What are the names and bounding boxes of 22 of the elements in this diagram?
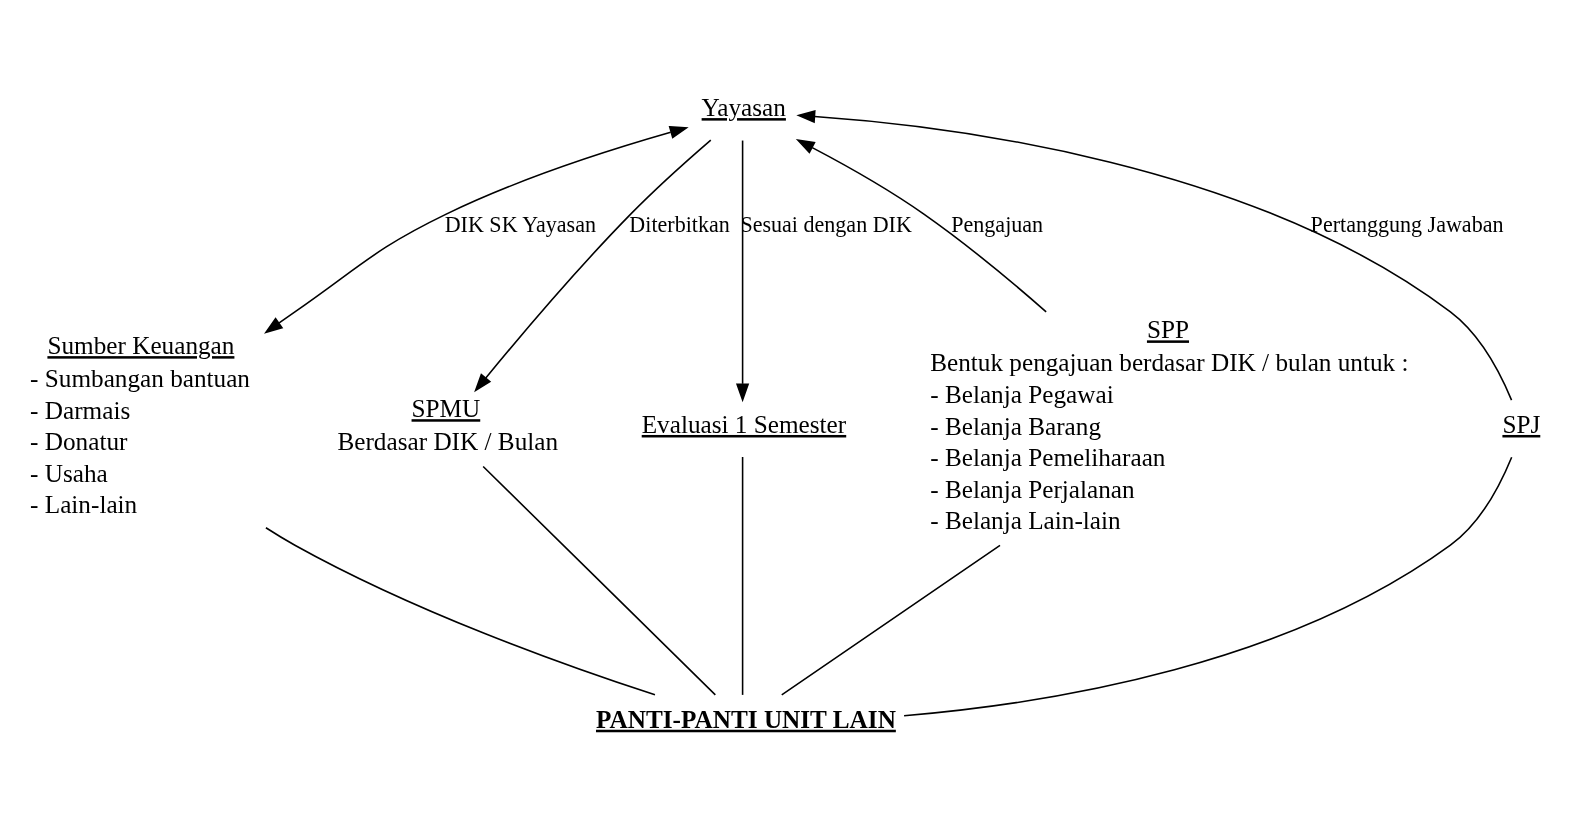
node-text: Evaluasi 1 Semester (641, 410, 847, 438)
connector (265, 526, 656, 696)
node-text: SPP Bentuk pengajuan berdasar DIK / bulan untuk : - Belanja Pegawai - Belanja Barang - Belanja Pemeliharaan - Belanja Perjalanan - Belanja Lain-lain (930, 316, 1409, 535)
edge-label: Sesuai dengan DIK (740, 211, 912, 237)
arrow (796, 109, 1513, 401)
edge-label: Diterbitkan (629, 211, 730, 237)
connector (780, 544, 1001, 696)
connector (482, 465, 717, 696)
node-text: Yayasan (701, 94, 786, 122)
node-text: SPJ (1502, 410, 1541, 438)
arrow (735, 139, 750, 403)
arrow (474, 139, 712, 393)
node-text: PANTI-PANTI UNIT LAIN (596, 705, 896, 733)
edge-label: Pertanggung Jawaban (1310, 211, 1504, 237)
connector (903, 456, 1513, 717)
node-text: SPMU Berdasar DIK / Bulan (337, 395, 559, 456)
arrow (795, 139, 1047, 313)
connector (741, 456, 744, 696)
node-text: Sumber Keuangan - Sumbangan bantuan - Darmais - Donatur - Usaha - Lain-lain (30, 332, 250, 519)
arrow (264, 126, 689, 334)
edge-label: DIK SK Yayasan (444, 211, 596, 237)
edge-label: Pengajuan (951, 211, 1044, 237)
